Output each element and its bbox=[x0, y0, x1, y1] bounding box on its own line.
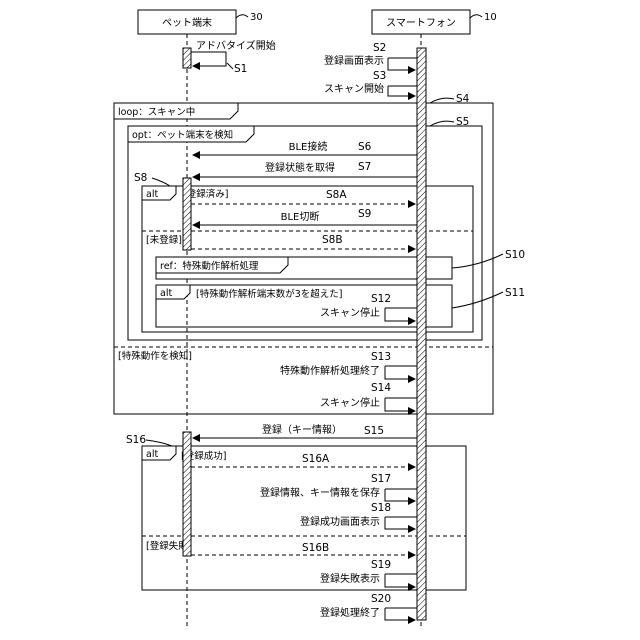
step-s14-ref: S14 bbox=[371, 382, 391, 394]
alt2-frame-ref-leader bbox=[146, 440, 172, 446]
loop-frame-ref-leader bbox=[430, 98, 454, 103]
step-s6-label: BLE接続 bbox=[289, 140, 328, 153]
step-s20-label: 登録処理終了 bbox=[320, 606, 380, 619]
phone-lifeline-name: スマートフォン bbox=[386, 18, 456, 29]
opt-frame-tag: opt：ペット端末を検知 bbox=[132, 129, 233, 141]
step-s7-ref: S7 bbox=[358, 161, 371, 173]
ref-frame-tag: ref：特殊動作解析処理 bbox=[160, 260, 259, 272]
pet-activation-start bbox=[183, 48, 191, 68]
step-s19-arrow bbox=[385, 574, 417, 587]
step-s1: アドバタイズ開始 S1 bbox=[191, 39, 276, 75]
alt-frame-guard2: [未登録] bbox=[146, 234, 182, 246]
opt-frame: opt：ペット端末を検知 bbox=[128, 126, 482, 340]
step-s17-ref: S17 bbox=[371, 473, 391, 485]
step-s8b: S8B bbox=[191, 234, 415, 249]
step-s8a-ref: S8A bbox=[326, 189, 347, 201]
step-s13: S13 特殊動作解析処理終了 bbox=[280, 351, 417, 379]
alt-frame-tag: alt bbox=[146, 189, 158, 200]
step-s13-arrow bbox=[385, 366, 417, 379]
step-s17: S17 登録情報、キー情報を保存 bbox=[260, 473, 417, 501]
alt2-frame-ref: S16 bbox=[126, 434, 146, 446]
step-s16b: S16B bbox=[191, 542, 415, 555]
pet-lifeline-name: ペット端末 bbox=[162, 16, 212, 29]
step-s9-label: BLE切断 bbox=[281, 210, 320, 223]
pet-activation-s16 bbox=[183, 432, 191, 556]
step-s7-label: 登録状態を取得 bbox=[265, 161, 335, 174]
opt-frame-ref: S5 bbox=[456, 116, 469, 128]
step-s14-arrow bbox=[385, 398, 417, 411]
step-s2-label: 登録画面表示 bbox=[324, 54, 384, 67]
step-s17-arrow bbox=[385, 489, 417, 501]
step-s9: BLE切断 S9 bbox=[193, 208, 417, 225]
phone-lifeline: スマートフォン 10 bbox=[372, 10, 497, 626]
step-s15: 登録（キー情報） S15 bbox=[193, 423, 417, 438]
loop-frame-guard2: [特殊動作を検知] bbox=[118, 350, 192, 362]
alt-frame-ref: S8 bbox=[134, 172, 147, 184]
step-s1-label: アドバタイズ開始 bbox=[196, 39, 276, 52]
inner-alt-frame: alt [特殊動作解析端末数が3を超えた] S11 bbox=[156, 285, 525, 327]
step-s13-label: 特殊動作解析処理終了 bbox=[280, 364, 380, 377]
step-s3-label: スキャン開始 bbox=[324, 82, 384, 95]
step-s20: S20 登録処理終了 bbox=[320, 593, 417, 620]
pet-lifeline: ペット端末 30 bbox=[138, 10, 263, 626]
step-s8-ref: S8 bbox=[134, 172, 170, 186]
step-s2-ref: S2 bbox=[373, 42, 386, 54]
step-s6-ref: S6 bbox=[358, 141, 372, 153]
alt-frame-ref-leader bbox=[152, 178, 170, 186]
step-s18-arrow bbox=[385, 517, 417, 529]
step-s15-label: 登録（キー情報） bbox=[262, 423, 342, 436]
phone-lifeline-ref: 10 bbox=[484, 12, 497, 23]
step-s19: S19 登録失敗表示 bbox=[320, 559, 417, 587]
step-s12-arrow bbox=[385, 308, 417, 321]
step-s12-label: スキャン停止 bbox=[320, 306, 380, 319]
opt-frame-ref-leader bbox=[430, 121, 454, 126]
step-s1-ref-leader bbox=[227, 63, 233, 69]
step-s14: S14 スキャン停止 bbox=[320, 382, 417, 411]
step-s14-label: スキャン停止 bbox=[320, 396, 380, 409]
inner-alt-frame-ref: S11 bbox=[505, 287, 525, 299]
inner-alt-frame-guard: [特殊動作解析端末数が3を超えた] bbox=[196, 288, 342, 300]
step-s7: 登録状態を取得 S7 bbox=[193, 161, 417, 177]
step-s13-ref: S13 bbox=[371, 351, 391, 363]
step-s20-ref: S20 bbox=[371, 593, 391, 605]
step-s2-arrow bbox=[388, 58, 417, 70]
step-s2: S2 登録画面表示 bbox=[324, 42, 417, 70]
step-s16a-ref: S16A bbox=[302, 453, 330, 465]
step-s9-ref: S9 bbox=[358, 208, 371, 220]
ref-frame-ref-leader bbox=[452, 254, 503, 268]
step-s18-ref: S18 bbox=[371, 502, 391, 514]
step-s16b-ref: S16B bbox=[302, 542, 329, 554]
pet-lifeline-ref-leader bbox=[236, 15, 248, 18]
step-s1-ref: S1 bbox=[234, 63, 247, 75]
phone-lifeline-ref-leader bbox=[470, 15, 482, 18]
step-s16-ref: S16 bbox=[126, 434, 172, 446]
inner-alt-frame-ref-leader bbox=[452, 292, 503, 308]
ref-frame: ref：特殊動作解析処理 S10 bbox=[156, 249, 525, 279]
step-s8b-ref: S8B bbox=[322, 234, 343, 246]
step-s3: S3 スキャン開始 bbox=[324, 70, 417, 96]
loop-frame-ref: S4 bbox=[456, 93, 470, 105]
step-s12-ref: S12 bbox=[371, 293, 391, 305]
step-s1-arrow bbox=[191, 52, 226, 66]
step-s3-arrow bbox=[388, 86, 417, 96]
inner-alt-frame-tag: alt bbox=[160, 288, 172, 299]
pet-activation-s8 bbox=[183, 178, 191, 250]
phone-activation bbox=[417, 48, 426, 620]
opt-frame-box bbox=[128, 126, 482, 340]
step-s20-arrow bbox=[385, 608, 417, 620]
ref-frame-ref: S10 bbox=[505, 249, 525, 261]
step-s19-label: 登録失敗表示 bbox=[320, 572, 380, 585]
step-s18-label: 登録成功画面表示 bbox=[300, 515, 380, 528]
step-s15-ref: S15 bbox=[364, 425, 384, 437]
alt2-frame-tag: alt bbox=[146, 449, 158, 460]
loop-frame-tag: loop：スキャン中 bbox=[118, 106, 195, 118]
step-s19-ref: S19 bbox=[371, 559, 391, 571]
step-s17-label: 登録情報、キー情報を保存 bbox=[260, 486, 380, 499]
step-s3-ref: S3 bbox=[373, 70, 386, 82]
pet-lifeline-ref: 30 bbox=[250, 12, 263, 23]
step-s18: S18 登録成功画面表示 bbox=[300, 502, 417, 529]
